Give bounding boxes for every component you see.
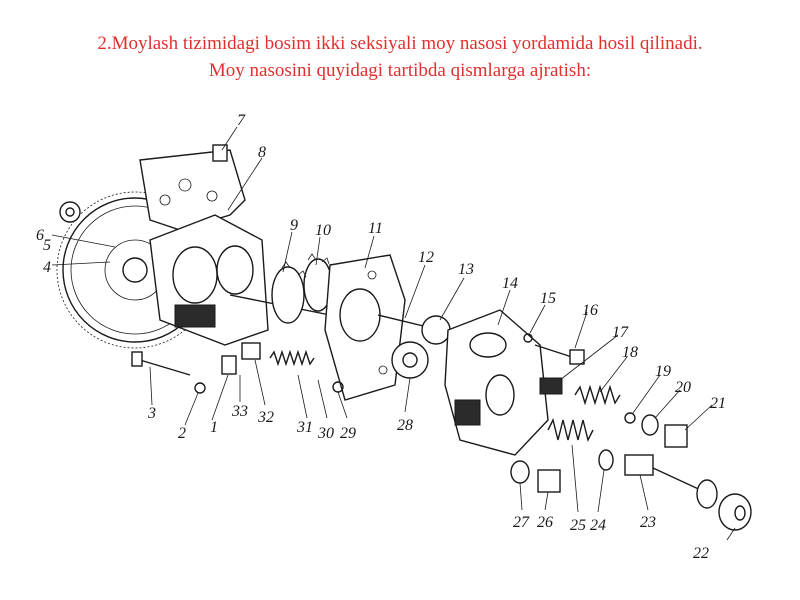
page-heading: 2.Moylash tizimidagi bosim ikki seksiyal…: [0, 30, 800, 84]
washer-15: [523, 333, 533, 343]
shaft-12-13: [377, 314, 451, 345]
bolt-16: [534, 344, 585, 365]
valve-23: [624, 454, 718, 509]
washer-2: [194, 382, 206, 394]
callout-18: 18: [622, 344, 638, 361]
callout-6: 6: [36, 227, 44, 244]
pump-housing-right: [444, 309, 549, 456]
pump-housing-left: [149, 214, 269, 346]
callout-33: 33: [231, 403, 248, 420]
washer-20: [641, 414, 659, 436]
heading-line-2: Moy nasosini quyidagi tartibda qismlarga…: [208, 60, 592, 81]
plug-21: [664, 424, 688, 448]
callout-14: 14: [502, 275, 518, 292]
plug-22: [718, 493, 752, 531]
callout-8: 8: [258, 144, 266, 161]
callout-22: 22: [693, 545, 709, 562]
callout-4: 4: [43, 259, 51, 276]
callout-28: 28: [397, 417, 413, 434]
callout-32: 32: [257, 409, 274, 426]
leader-lines: [51, 126, 736, 541]
callout-27: 27: [513, 514, 530, 531]
callout-3: 3: [147, 405, 156, 422]
plug-1: [221, 355, 237, 375]
callout-23: 23: [640, 514, 656, 531]
gear-28: [391, 341, 429, 379]
callout-10: 10: [315, 222, 331, 239]
plug-7: [212, 144, 228, 162]
callout-19: 19: [655, 363, 671, 380]
washer-27: [510, 460, 530, 484]
bushing-32-33: [241, 342, 261, 360]
callout-2: 2: [178, 425, 186, 442]
ring-24: [598, 449, 614, 471]
callout-5: 5: [43, 237, 51, 254]
callout-24: 24: [590, 517, 606, 534]
callout-7: 7: [237, 112, 246, 129]
callout-11: 11: [368, 220, 383, 237]
bolt-3: [131, 351, 191, 376]
heading-line-1: 2.Moylash tizimidagi bosim ikki seksiyal…: [97, 33, 703, 54]
callout-21: 21: [710, 395, 726, 412]
nut-6: [59, 201, 81, 223]
cover-plate: [139, 149, 246, 231]
shaft-gears-9-10: [229, 253, 333, 324]
callout-26: 26: [537, 514, 553, 531]
callout-17: 17: [612, 324, 629, 341]
callout-1: 1: [210, 419, 218, 436]
callout-12: 12: [418, 249, 434, 266]
ring-19: [624, 412, 636, 424]
callout-13: 13: [458, 261, 474, 278]
callout-25: 25: [570, 517, 586, 534]
spring-31: [269, 349, 315, 367]
callout-30: 30: [317, 425, 334, 442]
callout-29: 29: [340, 425, 356, 442]
bushing-17: [539, 377, 563, 395]
callout-9: 9: [290, 217, 298, 234]
callout-20: 20: [675, 379, 691, 396]
callout-31: 31: [296, 419, 313, 436]
middle-plate: [324, 254, 406, 401]
spring-25: [547, 417, 594, 443]
callout-16: 16: [582, 302, 598, 319]
callout-15: 15: [540, 290, 556, 307]
plug-26: [537, 469, 561, 493]
spring-18: [574, 384, 621, 406]
callout-labels: 1 2 3 4 5 6 7 8 9 10 11 12 13 14 15 16 1…: [36, 112, 726, 562]
